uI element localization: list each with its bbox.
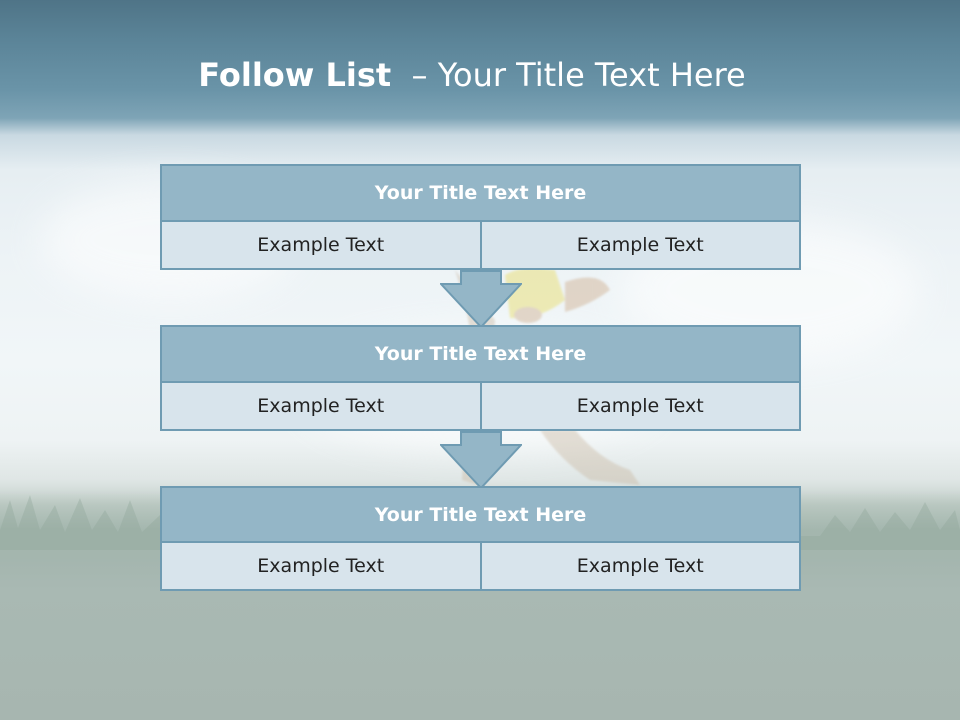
block-title: Your Title Text Here bbox=[162, 166, 799, 222]
example-text-left: Example Text bbox=[162, 383, 480, 429]
example-text-right: Example Text bbox=[479, 543, 799, 589]
block-title: Your Title Text Here bbox=[162, 488, 799, 543]
block-row: Example Text Example Text bbox=[162, 543, 799, 589]
list-block: Your Title Text Here Example Text Exampl… bbox=[160, 486, 801, 591]
block-title: Your Title Text Here bbox=[162, 327, 799, 383]
block-row: Example Text Example Text bbox=[162, 222, 799, 268]
example-text-right: Example Text bbox=[479, 383, 799, 429]
example-text-right: Example Text bbox=[479, 222, 799, 268]
list-block: Your Title Text Here Example Text Exampl… bbox=[160, 164, 801, 270]
down-arrow-icon bbox=[440, 431, 522, 489]
title-bold: Follow List bbox=[198, 56, 392, 94]
slide-title: Follow List – Your Title Text Here bbox=[0, 55, 944, 95]
block-row: Example Text Example Text bbox=[162, 383, 799, 429]
example-text-left: Example Text bbox=[162, 222, 480, 268]
list-block: Your Title Text Here Example Text Exampl… bbox=[160, 325, 801, 431]
title-spacer bbox=[391, 56, 411, 94]
example-text-left: Example Text bbox=[162, 543, 480, 589]
title-rest: – Your Title Text Here bbox=[411, 56, 746, 94]
down-arrow-icon bbox=[440, 270, 522, 328]
